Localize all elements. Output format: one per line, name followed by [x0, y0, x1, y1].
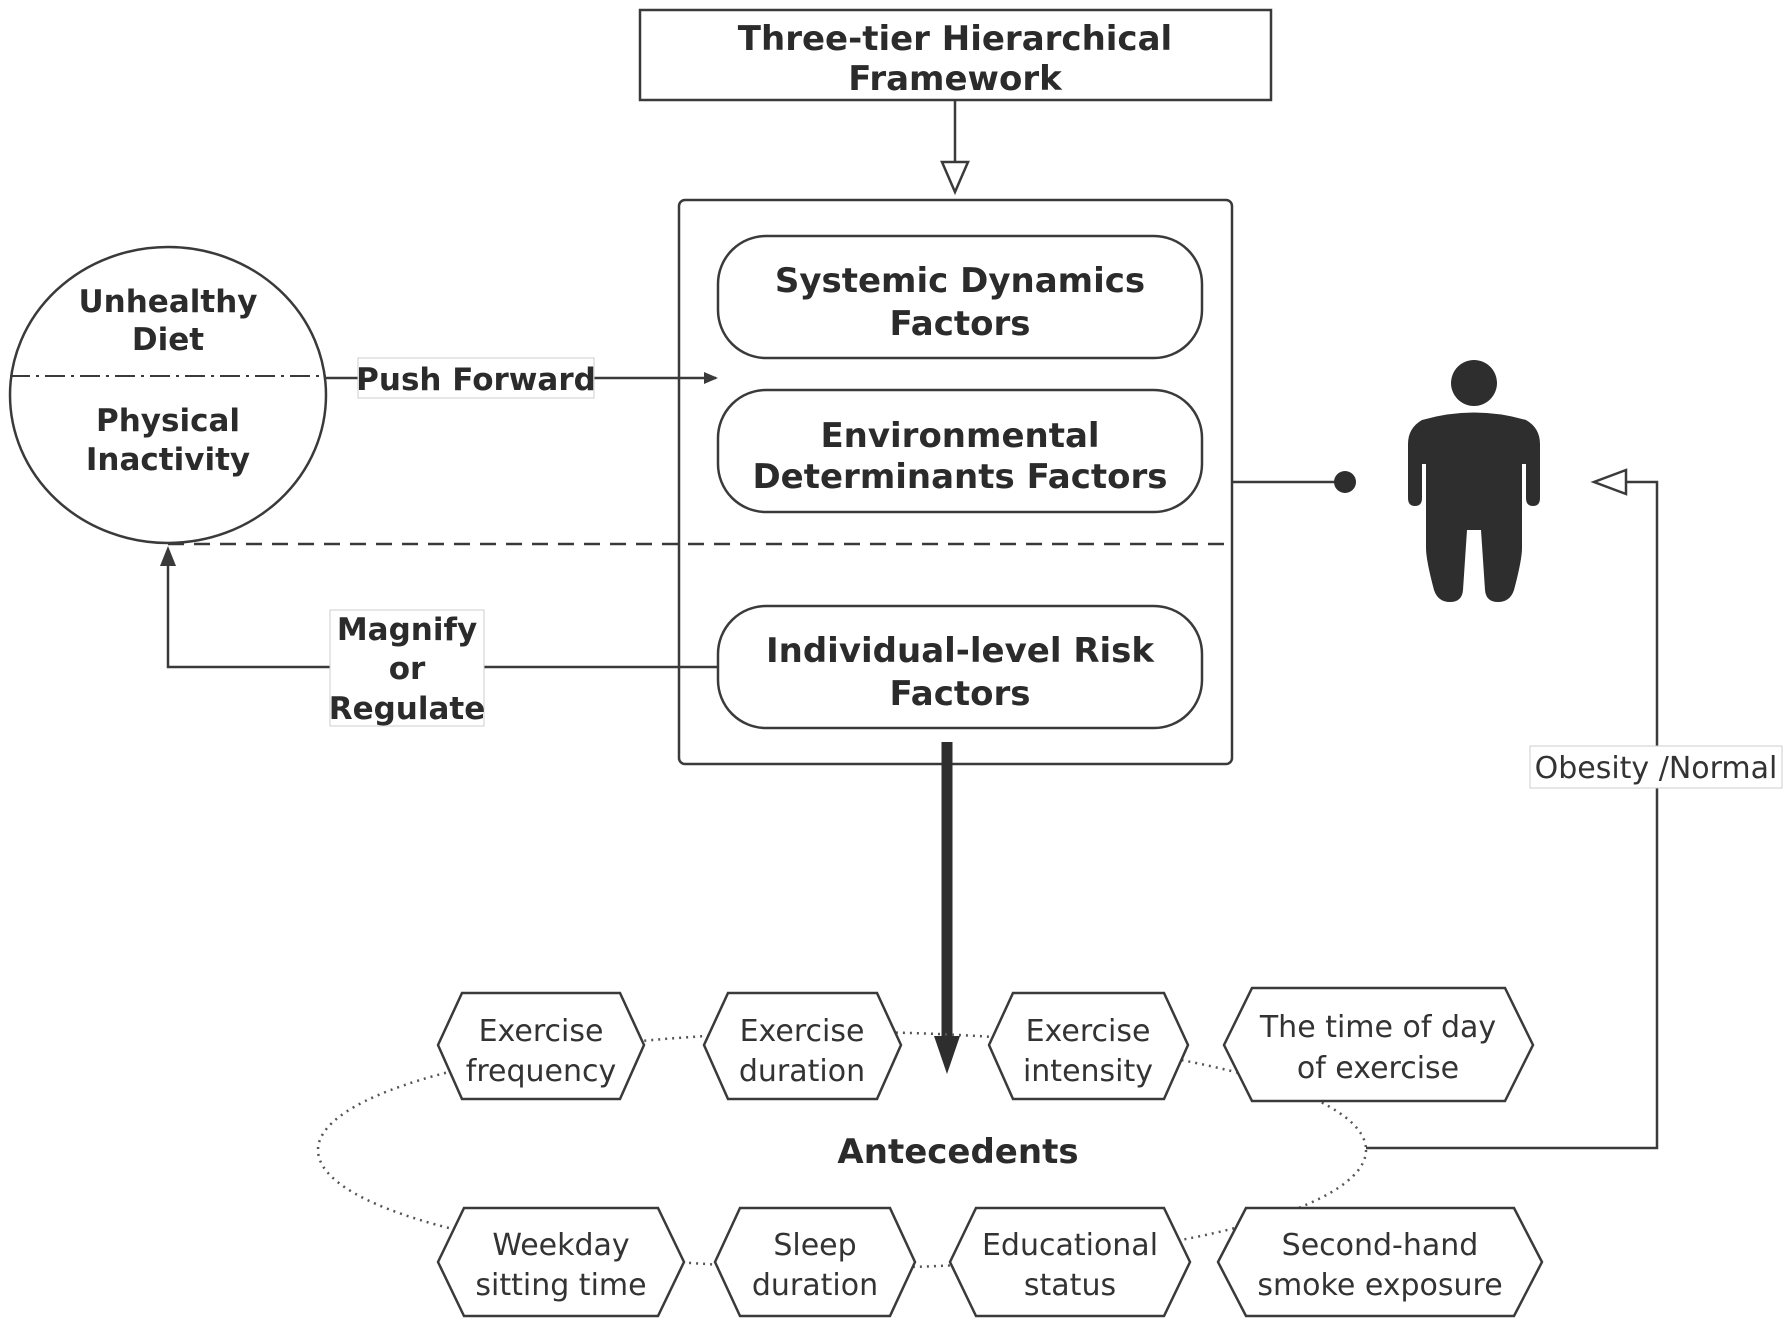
factor-environmental-line1: Environmental — [820, 416, 1099, 456]
antecedent-label-line1: The time of day — [1259, 1010, 1496, 1045]
obesity-normal-arrow: Obesity /Normal — [1366, 468, 1783, 1150]
obesity-normal-label: Obesity /Normal — [1535, 751, 1778, 786]
push-forward-arrow: Push Forward — [326, 357, 718, 399]
antecedents-title: Antecedents — [837, 1132, 1078, 1172]
antecedent-second-hand-smoke: Second-hand smoke exposure — [1216, 1206, 1544, 1318]
person-obese-icon — [1408, 360, 1540, 602]
magnify-regulate-arrow: Magnify or Regulate — [160, 546, 718, 727]
antecedent-label-line1: Exercise — [479, 1014, 604, 1049]
factor-environmental-line2: Determinants Factors — [752, 457, 1167, 497]
factor-individual-line1: Individual-level Risk — [766, 631, 1155, 671]
antecedent-label-line2: smoke exposure — [1257, 1268, 1502, 1303]
container-to-person-connector — [1232, 471, 1356, 493]
antecedent-label-line2: sitting time — [475, 1268, 646, 1303]
antecedent-time-of-day: The time of day of exercise — [1222, 986, 1535, 1103]
antecedent-exercise-frequency: Exercise frequency — [436, 991, 646, 1101]
physical-inactivity-line2: Inactivity — [86, 442, 250, 478]
antecedent-label-line1: Educational — [982, 1228, 1158, 1263]
antecedent-educational-status: Educational status — [948, 1206, 1192, 1318]
unhealthy-diet-line2: Diet — [132, 322, 204, 358]
framework-box: Three-tier Hierarchical Framework — [638, 8, 1273, 102]
unhealthy-diet-line1: Unhealthy — [79, 284, 258, 320]
behavior-circle: Unhealthy Diet Physical Inactivity — [8, 245, 328, 545]
magnify-label-line3: Regulate — [329, 691, 486, 727]
antecedent-label-line2: of exercise — [1297, 1051, 1459, 1086]
framework-down-arrow — [940, 100, 970, 196]
antecedent-weekday-sitting-time: Weekday sitting time — [436, 1206, 686, 1318]
antecedent-label-line2: duration — [739, 1054, 865, 1089]
factor-systemic-dynamics: Systemic Dynamics Factors — [716, 234, 1204, 360]
antecedent-sleep-duration: Sleep duration — [713, 1206, 917, 1318]
framework-title-line2: Framework — [848, 59, 1063, 99]
antecedent-label-line2: status — [1024, 1268, 1116, 1303]
thick-down-arrow — [934, 742, 960, 1074]
antecedent-label-line1: Exercise — [740, 1014, 865, 1049]
factor-systemic-line2: Factors — [890, 304, 1031, 344]
physical-inactivity-line1: Physical — [96, 403, 240, 439]
magnify-label-line2: or — [389, 651, 426, 687]
antecedent-exercise-intensity: Exercise intensity — [987, 991, 1190, 1101]
antecedent-label-line1: Second-hand — [1282, 1228, 1479, 1263]
antecedent-label-line1: Exercise — [1026, 1014, 1151, 1049]
factor-individual-level-risk: Individual-level Risk Factors — [716, 604, 1204, 730]
antecedent-label-line1: Sleep — [773, 1228, 856, 1263]
antecedent-exercise-duration: Exercise duration — [702, 991, 903, 1101]
push-forward-label: Push Forward — [356, 362, 596, 398]
factor-individual-line2: Factors — [890, 674, 1031, 714]
framework-title-line1: Three-tier Hierarchical — [738, 19, 1172, 59]
factor-systemic-line1: Systemic Dynamics — [775, 261, 1145, 301]
factor-environmental-determinants: Environmental Determinants Factors — [716, 388, 1204, 514]
antecedent-label-line2: duration — [752, 1268, 878, 1303]
magnify-label-line1: Magnify — [337, 612, 477, 648]
antecedent-label-line1: Weekday — [492, 1228, 629, 1263]
antecedent-label-line2: frequency — [466, 1054, 616, 1089]
antecedent-label-line2: intensity — [1023, 1054, 1153, 1089]
